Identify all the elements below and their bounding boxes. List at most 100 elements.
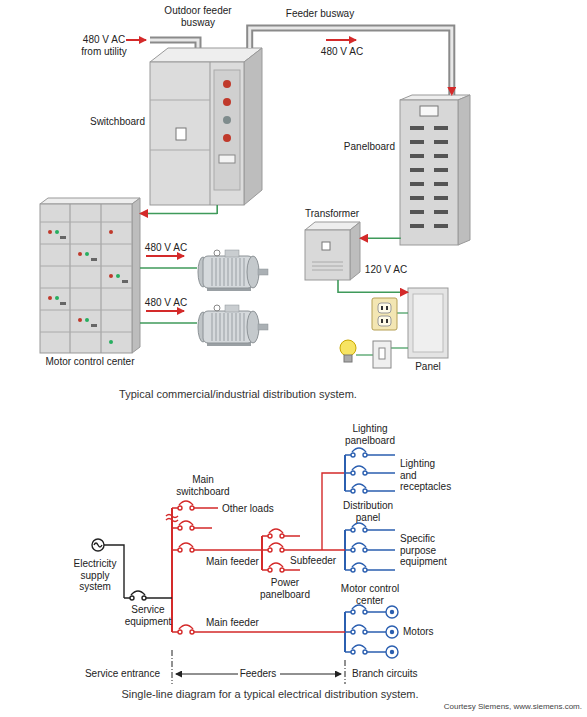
circuit-breaker-symbol (280, 548, 284, 552)
circuit-breaker-symbol (345, 543, 395, 552)
part-label: Main feeder (206, 617, 259, 629)
single-line-diagram (322, 473, 345, 550)
breaker-rows (410, 154, 424, 158)
voltage-label: 120 V AC (363, 264, 409, 276)
zone-arrow (280, 674, 341, 675)
voltage-label: 480 V AC (319, 46, 365, 58)
circuit-breaker-symbol (262, 543, 345, 552)
circuit-breaker-symbol (345, 523, 395, 532)
transformer-drawing (350, 222, 360, 280)
circuit-breaker-symbol (351, 489, 355, 493)
receptacle-drawing (381, 306, 383, 310)
panel-drawing (408, 288, 448, 358)
circuit-breaker-symbol (363, 610, 367, 614)
breaker-rows (410, 196, 424, 200)
lamp-drawing (344, 355, 352, 362)
panel-drawing (413, 294, 443, 352)
circuit-breaker-symbol (351, 650, 355, 654)
transformer-drawing (322, 242, 330, 250)
transformer-drawing (312, 270, 343, 271)
breaker-rows (434, 168, 448, 172)
circuit-breaker-symbol (172, 543, 262, 552)
receptacle-drawing (372, 298, 397, 330)
equipment-node: Transformer (305, 222, 360, 280)
equipment-label: Switchboard (90, 116, 145, 128)
bucket-lines (40, 222, 132, 223)
part-label: Feeders (240, 668, 277, 680)
breaker-rows (434, 210, 448, 214)
transformer-drawing (312, 266, 343, 267)
pilot-lights (109, 340, 113, 344)
motor-drawing (198, 305, 268, 346)
breaker-rows (434, 196, 448, 200)
pilot-lights (48, 296, 52, 300)
part-label: Service equipment (125, 604, 172, 627)
receptacle-drawing (372, 298, 397, 330)
panelboard-drawing (458, 95, 470, 245)
circuit-breaker-symbol (345, 625, 386, 634)
pilot-lights (55, 230, 59, 234)
circuit-breaker-symbol (363, 568, 367, 572)
breaker-rows (410, 126, 448, 228)
circuit-breaker-symbol (363, 630, 367, 634)
equipment-label: Motor control center (46, 356, 135, 368)
pilot-lights (85, 252, 89, 256)
circuit-breaker-symbol (351, 548, 355, 552)
zone-divider (172, 650, 173, 684)
figure-caption: Typical commercial/industrial distributi… (119, 388, 357, 401)
bucket-lines (40, 244, 132, 245)
bucket-lines (40, 222, 132, 332)
part-label: Lighting and receptacles (400, 458, 451, 493)
circuit-breaker-symbol (172, 543, 262, 550)
circuit-breaker-symbol (280, 534, 284, 538)
breaker-rows (434, 126, 448, 130)
single-line-diagram (166, 515, 178, 522)
pilot-lights (116, 274, 120, 278)
circuit-breaker-symbol (178, 630, 182, 634)
circuit-breaker-symbol (172, 521, 212, 530)
motor-symbol (386, 606, 398, 618)
transformer-drawing (305, 230, 350, 280)
motor-feeds (326, 39, 356, 41)
pilot-lights (109, 274, 113, 278)
panelboard-drawing (400, 100, 458, 245)
handles (60, 302, 66, 305)
receptacle-drawing (378, 316, 391, 326)
circuit-breaker-symbol (280, 568, 284, 572)
circuit-breaker-symbol (262, 543, 345, 550)
part-label: Feeder busway (286, 8, 354, 20)
circuit-breaker-symbol (351, 630, 355, 634)
circuit-breaker-symbol (268, 548, 272, 552)
breaker-rows (410, 140, 424, 144)
switchboard-drawing (223, 80, 231, 88)
motor-symbol (386, 626, 398, 638)
circuit-breaker-symbol (363, 650, 367, 654)
bucket-lines (40, 332, 132, 333)
pilot-lights (48, 230, 52, 234)
circuit-breaker-symbol (190, 548, 194, 552)
single-line-diagram (92, 539, 104, 551)
circuit-breaker-symbol (268, 568, 272, 572)
switchboard-drawing (219, 155, 235, 163)
equipment-label: Transformer (305, 208, 359, 220)
switchboard-drawing (223, 134, 231, 142)
circuit-breaker-symbol (178, 526, 182, 530)
feeder-wire (338, 280, 408, 292)
switch-drawing (373, 341, 391, 368)
part-label: Service entrance (85, 668, 160, 680)
switchboard-drawing (223, 116, 231, 124)
circuit-breaker-symbol (262, 529, 300, 538)
circuit-breaker-symbol (345, 448, 395, 457)
circuit-breaker-symbol (363, 548, 367, 552)
branch-wires (391, 347, 408, 348)
zone-divider (345, 660, 346, 684)
part-label: Main feeder (206, 556, 259, 568)
breaker-rows (410, 182, 424, 186)
breaker-rows (434, 154, 448, 158)
receptacle-drawing (386, 319, 388, 323)
switchboard-drawing (150, 150, 210, 151)
pilot-lights (85, 318, 89, 322)
circuit-breaker-symbol (351, 471, 355, 475)
circuit-breaker-symbol (345, 484, 395, 493)
